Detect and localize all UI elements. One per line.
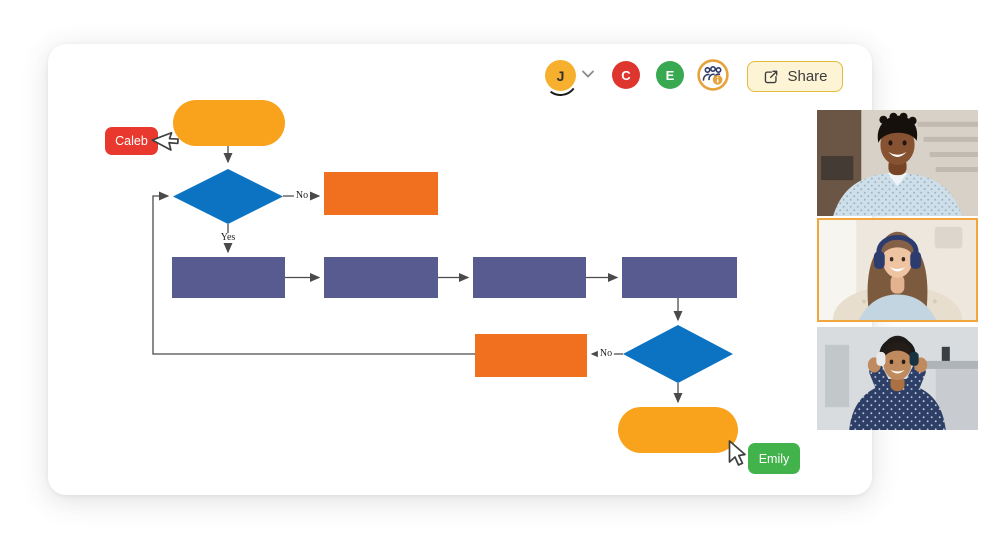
share-icon bbox=[765, 70, 778, 83]
flow-node-start[interactable] bbox=[173, 100, 285, 146]
flow-node-decision-1[interactable] bbox=[173, 169, 283, 224]
flow-node-no-branch-1[interactable] bbox=[324, 172, 438, 215]
flow-node-decision-2[interactable] bbox=[623, 325, 733, 383]
avatar-user-e[interactable]: E bbox=[656, 61, 684, 89]
people-info-icon bbox=[697, 59, 729, 91]
whiteboard-card: J C E bbox=[48, 44, 872, 495]
video-participant-3[interactable] bbox=[817, 327, 978, 430]
flow-node-no-branch-2[interactable] bbox=[475, 334, 587, 377]
video-participant-2-active[interactable] bbox=[817, 218, 978, 322]
participant-2-video bbox=[819, 220, 976, 320]
collaborator-tag-caleb: Caleb bbox=[105, 127, 158, 155]
avatar-user-c[interactable]: C bbox=[612, 61, 640, 89]
edge-label-yes: Yes bbox=[218, 232, 238, 243]
participant-1-video bbox=[817, 110, 978, 216]
participants-info-button[interactable] bbox=[697, 59, 729, 91]
avatar-user-j[interactable]: J bbox=[545, 60, 576, 91]
edge-label-no-top: No bbox=[293, 190, 311, 201]
flow-node-process-4[interactable] bbox=[622, 257, 737, 298]
participant-3-video bbox=[817, 327, 978, 430]
chevron-down-icon[interactable] bbox=[581, 69, 595, 79]
edge-label-no-bottom: No bbox=[597, 348, 615, 359]
flow-node-process-1[interactable] bbox=[172, 257, 285, 298]
flow-node-process-3[interactable] bbox=[473, 257, 586, 298]
collaborator-name: Caleb bbox=[115, 134, 148, 148]
video-participant-1[interactable] bbox=[817, 110, 978, 216]
caleb-cursor-icon bbox=[151, 131, 179, 151]
emily-cursor-icon bbox=[728, 440, 746, 466]
flow-node-process-2[interactable] bbox=[324, 257, 438, 298]
share-button-label: Share bbox=[787, 68, 828, 85]
flow-node-end[interactable] bbox=[618, 407, 738, 453]
collaborator-tag-emily: Emily bbox=[748, 443, 800, 474]
collaborator-name: Emily bbox=[758, 451, 790, 466]
share-button[interactable]: Share bbox=[747, 61, 843, 92]
